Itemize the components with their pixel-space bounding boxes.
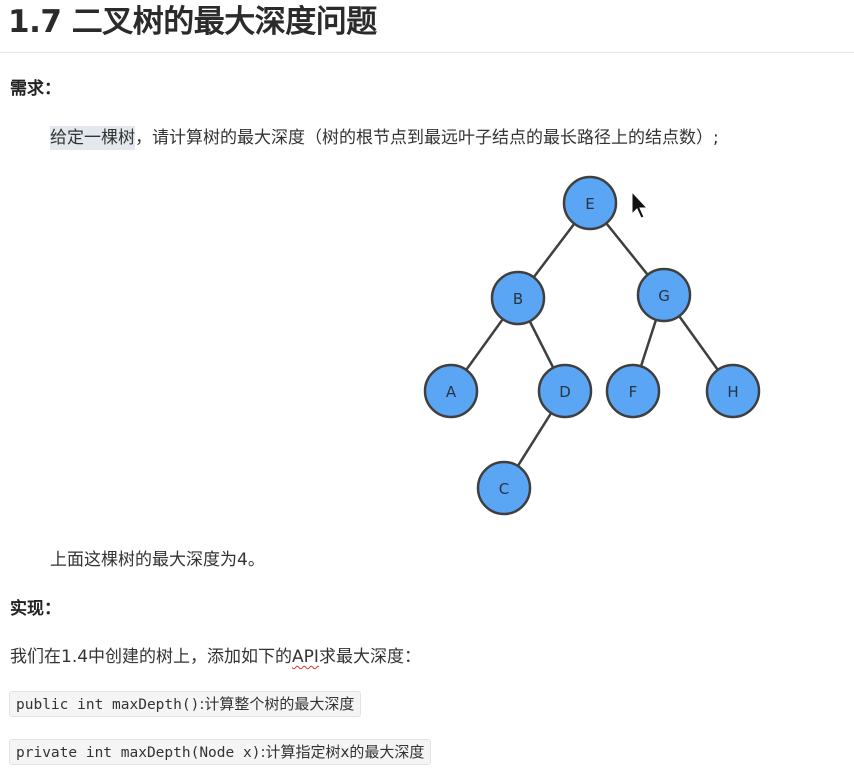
requirement-label: 需求：	[10, 79, 61, 99]
implementation-intro: 我们在1.4中创建的树上，添加如下的API求最大深度：	[10, 647, 421, 667]
svg-text:F: F	[629, 383, 638, 401]
requirement-text-rest: ，请计算树的最大深度（树的根节点到最远叶子结点的最长路径上的结点数）;	[135, 128, 719, 148]
mouse-cursor-icon	[631, 190, 649, 219]
svg-text:B: B	[513, 290, 523, 308]
svg-text:A: A	[446, 383, 457, 401]
svg-text:E: E	[585, 195, 594, 213]
svg-text:D: D	[559, 383, 571, 401]
tree-node-g: G	[636, 267, 692, 323]
tree-node-d: D	[537, 363, 593, 419]
tree-node-f: F	[605, 363, 661, 419]
page-title: 1.7 二叉树的最大深度问题	[8, 4, 377, 40]
svg-text:H: H	[727, 383, 738, 401]
implementation-label: 实现：	[10, 599, 61, 619]
code-private-maxdepth: private int maxDepth(Node x):计算指定树x的最大深度	[9, 739, 432, 765]
depth-conclusion: 上面这棵树的最大深度为4。	[50, 550, 265, 570]
tree-node-a: A	[423, 363, 479, 419]
svg-text:G: G	[658, 287, 670, 305]
code-public-maxdepth: public int maxDepth():计算整个树的最大深度	[9, 691, 362, 717]
svg-text:C: C	[499, 480, 509, 498]
api-term: API	[292, 647, 319, 667]
tree-node-c: C	[476, 460, 532, 516]
highlighted-text: 给定一棵树	[50, 126, 135, 150]
tree-node-e: E	[562, 175, 618, 231]
tree-node-h: H	[705, 363, 761, 419]
tree-node-b: B	[490, 270, 546, 326]
requirement-text: 给定一棵树，请计算树的最大深度（树的根节点到最远叶子结点的最长路径上的结点数）;	[50, 126, 719, 150]
title-divider	[0, 52, 854, 53]
